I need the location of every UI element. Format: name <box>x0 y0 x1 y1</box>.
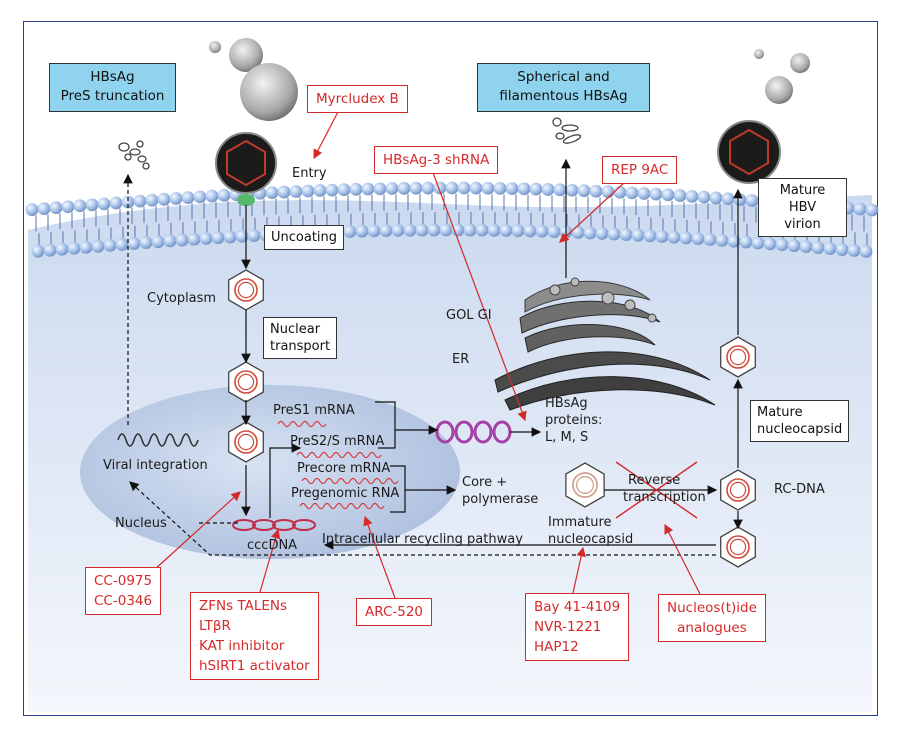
blocked-step-cross <box>615 461 698 519</box>
myrcludex-b-box: Myrcludex B <box>307 85 408 113</box>
inhibitor-arrows <box>153 107 701 599</box>
hbsag-3-shrna-box: HBsAg-3 shRNA <box>374 146 499 174</box>
spherical-filamentous-hbsag-box: Spherical and filamentous HBsAg <box>477 63 650 112</box>
er-label: ER <box>452 352 470 367</box>
hbsag-pres-truncation-box: HBsAg PreS truncation <box>49 63 176 112</box>
arc-520-box: ARC-520 <box>356 598 433 626</box>
capsid-hexagon <box>720 336 756 378</box>
entering-virion <box>215 132 277 206</box>
rna-wave <box>277 420 327 428</box>
rep-9ac-box: REP 9AC <box>602 156 678 184</box>
nucleoside-analogues-box: Nucleos(t)ide analogues <box>658 594 766 642</box>
entry-label: Entry <box>292 166 327 181</box>
cccdna-label: cccDNA <box>247 538 298 553</box>
capsid-hexagon <box>720 469 756 511</box>
dashed-arrows <box>123 173 716 556</box>
capsid-hexagon <box>565 462 605 508</box>
reverse-transcription-label: Reverse transcription <box>623 473 706 505</box>
hbsag-proteins-label: HBsAg proteins: L, M, S <box>545 396 603 445</box>
rna-wave <box>301 477 399 485</box>
nucleus-label: Nucleus <box>115 516 167 531</box>
recycling-pathway-label: Intracellular recycling pathway <box>322 532 523 547</box>
cc-compounds-box: CC-0975 CC-0346 <box>85 567 162 615</box>
golgi-label: GOL GI <box>446 308 492 323</box>
integrated-dna <box>117 433 199 447</box>
uncoating-box: Uncoating <box>264 225 345 250</box>
rna-wave <box>296 451 382 459</box>
pathway-arrows <box>241 158 743 550</box>
rna-transcripts <box>277 420 399 510</box>
subviral-particles-left <box>118 140 150 170</box>
viral-integration-label: Viral integration <box>103 458 208 473</box>
capsid-hexagon <box>228 421 264 463</box>
translation-symbol <box>435 420 512 444</box>
cccdna-symbol <box>232 519 316 531</box>
pres1-mrna-label: PreS1 mRNA <box>273 403 355 418</box>
mature-virion <box>717 120 781 184</box>
capsid-hexagon <box>720 526 756 568</box>
pres2s-mrna-label: PreS2/S mRNA <box>290 434 385 449</box>
capsid-inhibitors-box: Bay 41-4109 NVR-1221 HAP12 <box>525 593 630 661</box>
gene-editing-box: ZFNs TALENs LTβR KAT inhibitor hSIRT1 ac… <box>190 592 319 680</box>
pregenomic-rna-label: Pregenomic RNA <box>291 486 400 501</box>
mature-hbv-virion-box: Mature HBV virion <box>758 178 847 237</box>
core-polymerase-label: Core + polymerase <box>462 475 539 507</box>
rna-wave <box>299 502 385 510</box>
precore-mrna-label: Precore mRNA <box>297 461 391 476</box>
rc-dna-label: RC-DNA <box>774 482 825 497</box>
mature-nucleocapsid-box: Mature nucleocapsid <box>750 400 850 442</box>
immature-nucleocapsid-label: Immature nucleocapsid <box>548 515 634 547</box>
cytoplasm-label: Cytoplasm <box>147 291 217 306</box>
golgi-er <box>494 277 716 411</box>
subviral-particles-center <box>552 117 582 144</box>
nuclear-transport-box: Nuclear transport <box>263 317 338 359</box>
